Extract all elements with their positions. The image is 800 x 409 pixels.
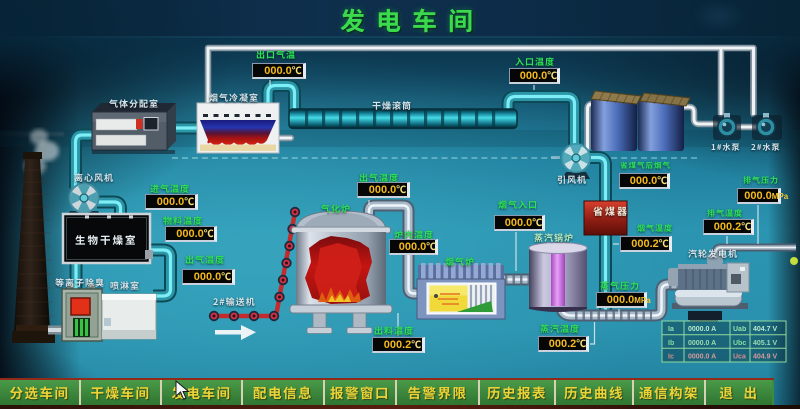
- svg-text:Ic: Ic: [668, 354, 674, 361]
- svg-text:0000.0 A: 0000.0 A: [688, 326, 716, 333]
- svg-text:405.1 V: 405.1 V: [753, 340, 777, 347]
- svg-text:Ubc: Ubc: [733, 340, 746, 347]
- svg-text:Ia: Ia: [668, 326, 674, 333]
- svg-text:0000.0 A: 0000.0 A: [688, 354, 716, 361]
- svg-text:Uca: Uca: [733, 354, 746, 361]
- svg-text:0000.0 A: 0000.0 A: [688, 340, 716, 347]
- svg-text:404.7 V: 404.7 V: [753, 326, 777, 333]
- svg-text:404.9 V: 404.9 V: [753, 354, 777, 361]
- svg-text:Ib: Ib: [668, 340, 674, 347]
- svg-text:Uab: Uab: [733, 326, 746, 333]
